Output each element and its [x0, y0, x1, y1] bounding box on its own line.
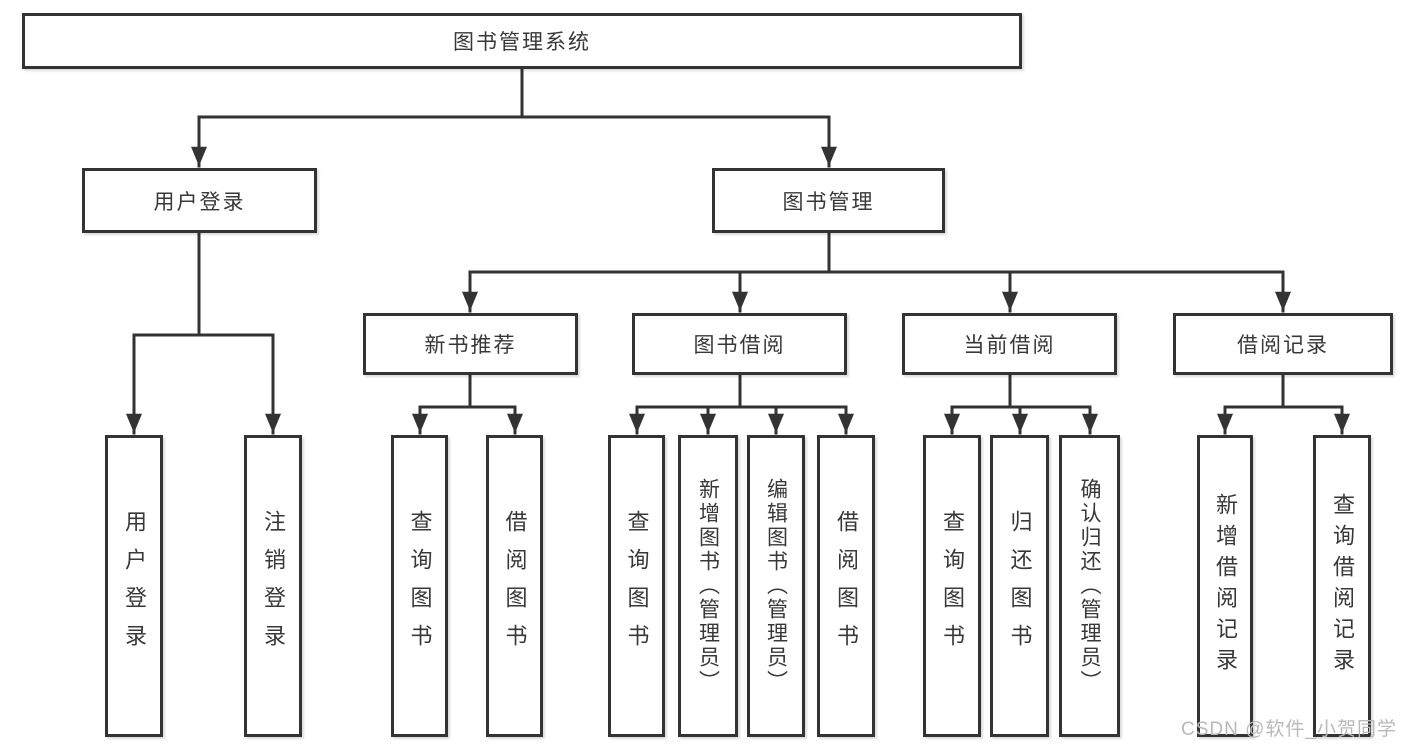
node-current-borrow: 当前借阅 [902, 313, 1117, 375]
node-borrow-record: 借阅记录 [1173, 313, 1393, 375]
leaf-cb-return-book: 归还图书 [990, 435, 1049, 737]
node-new-book-recommend: 新书推荐 [363, 313, 578, 375]
leaf-nb-query-book: 查询图书 [391, 435, 448, 737]
leaf-cb-confirm-return: 确认归还（管理员） [1059, 435, 1120, 737]
leaf-logout: 注销登录 [244, 435, 302, 737]
leaf-cb-query-book: 查询图书 [923, 435, 981, 737]
leaf-bb-edit-book: 编辑图书（管理员） [747, 435, 805, 737]
leaf-br-add-record: 新增借阅记录 [1197, 435, 1253, 737]
leaf-bb-add-book: 新增图书（管理员） [678, 435, 738, 737]
node-user-login: 用户登录 [82, 168, 317, 233]
leaf-bb-borrow-book: 借阅图书 [817, 435, 875, 737]
csdn-watermark: CSDN @软件_小贺同学 [1181, 719, 1397, 740]
node-book-borrow: 图书借阅 [632, 313, 847, 375]
leaf-bb-query-book: 查询图书 [608, 435, 665, 737]
node-root-system: 图书管理系统 [22, 13, 1022, 69]
leaf-nb-borrow-book: 借阅图书 [486, 435, 543, 737]
node-book-management: 图书管理 [712, 168, 945, 233]
leaf-br-query-record: 查询借阅记录 [1313, 435, 1371, 737]
leaf-user-login: 用户登录 [105, 435, 163, 737]
